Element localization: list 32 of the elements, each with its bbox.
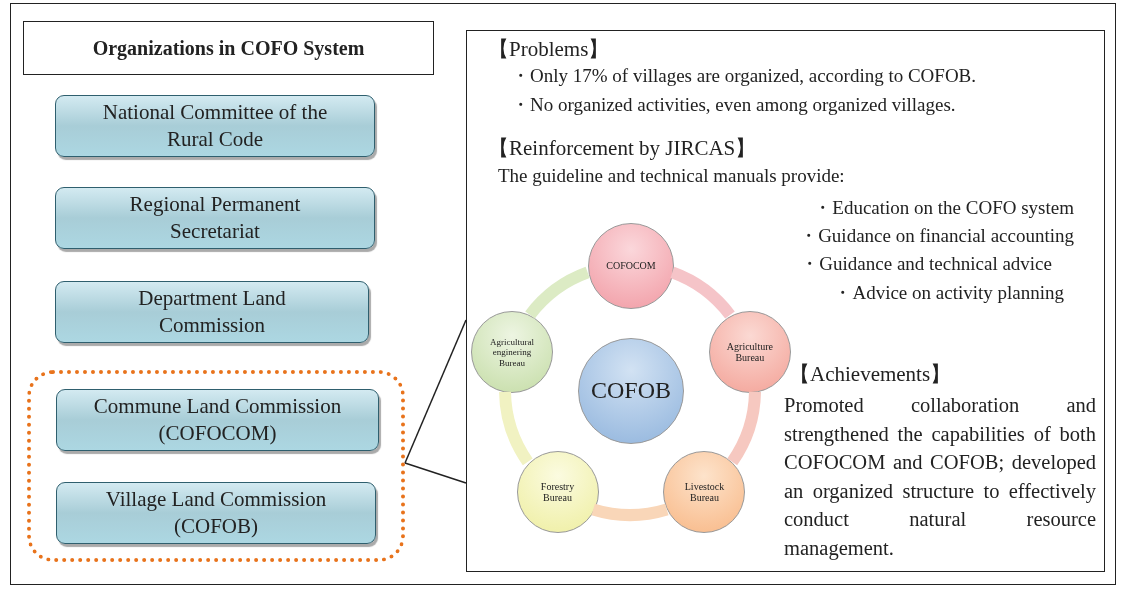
bullet-text: ・Guidance on financial accounting: [799, 225, 1074, 248]
title: Organizations in COFO System: [23, 21, 434, 75]
section-heading: 【Achievements】: [789, 362, 952, 388]
bullet-text: ・Education on the COFO system: [813, 197, 1074, 220]
organization-box: Commune Land Commission (COFOCOM): [56, 389, 379, 451]
bureau-circle: Agricultural enginering Bureau: [471, 311, 554, 394]
info-panel: [466, 30, 1105, 572]
dotted-group-outline: [27, 370, 405, 562]
organization-box: Village Land Commission (COFOB): [56, 482, 376, 544]
paragraph: Promoted collaboration and strengthened the capabilities of both COFOCOM and COFOB; developed an organized structure to effectively conduct natural resource management.: [784, 393, 1096, 562]
ring-arc: [499, 391, 533, 466]
callout-line: [404, 319, 467, 464]
callout-line: [404, 462, 467, 484]
organization-box: Regional Permanent Secretariat: [55, 187, 375, 249]
ring-arc: [591, 503, 669, 521]
bullet-text: ・Advice on activity planning: [833, 282, 1064, 305]
bureau-circle: Livestock Bureau: [663, 451, 746, 534]
ring-arc: [670, 266, 735, 319]
section-heading: 【Reinforcement by JIRCAS】: [488, 136, 757, 162]
bullet-text: ・Guidance and technical advice: [800, 253, 1052, 276]
bureau-circle: Agriculture Bureau: [708, 311, 791, 394]
organization-box: National Committee of the Rural Code: [55, 95, 375, 157]
intro-text: The guideline and technical manuals provide:: [498, 165, 845, 188]
ring-arc: [525, 266, 590, 319]
bureau-circle: COFOCOM: [588, 223, 674, 309]
center-circle: COFOB: [578, 338, 684, 444]
bullet-text: ・Only 17% of villages are organized, according to COFOB.: [511, 65, 977, 88]
bureau-circle: Forestry Bureau: [516, 451, 599, 534]
section-heading: 【Problems】: [488, 37, 610, 63]
bullet-text: ・No organized activities, even among organized villages.: [511, 94, 956, 117]
ring-arc: [727, 391, 761, 466]
organization-box: Department Land Commission: [55, 281, 369, 343]
